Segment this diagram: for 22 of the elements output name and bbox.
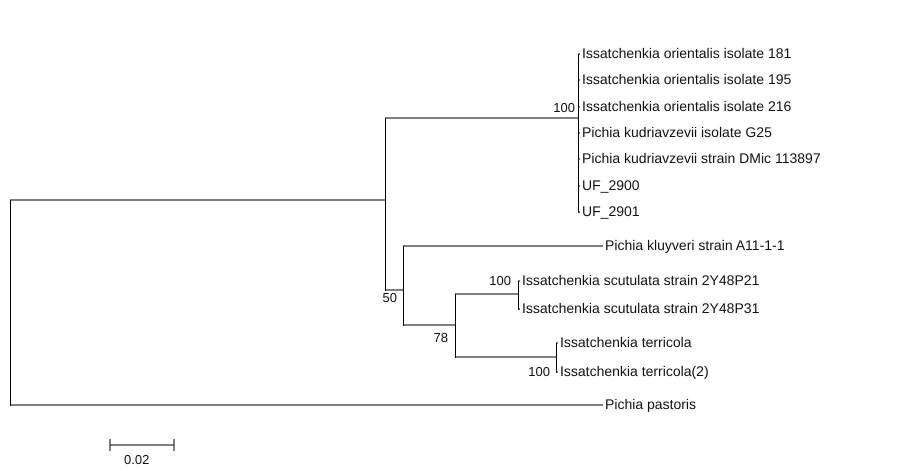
taxon-label: Pichia kudriavzevii isolate G25 [582,124,772,140]
bootstrap-value: 78 [434,330,448,345]
taxon-label: UF_2901 [582,203,640,219]
bootstrap-value: 100 [528,364,550,379]
taxon-label: Issatchenkia scutulata strain 2Y48P21 [522,272,760,288]
branch-line [454,356,556,358]
bootstrap-value: 100 [553,100,575,115]
bootstrap-value: 100 [489,273,511,288]
taxon-label: Issatchenkia orientalis isolate 181 [582,45,792,61]
bootstrap-value: 50 [382,290,397,305]
taxon-label: Issatchenkia orientalis isolate 195 [582,71,792,87]
taxon-label: Issatchenkia terricola [560,334,692,350]
branch-line [402,324,456,326]
taxon-label: UF_2900 [582,177,640,193]
taxon-label: Issatchenkia orientalis isolate 216 [582,98,792,114]
taxon-label: Pichia kudriavzevii strain DMic 113897 [582,150,821,166]
taxon-label: Issatchenkia scutulata strain 2Y48P31 [522,300,760,316]
taxon-label: Pichia pastoris [605,396,696,412]
scale-label: 0.02 [124,452,150,467]
taxon-label: Issatchenkia terricola(2) [560,363,709,379]
branch-line [10,404,604,406]
taxon-label: Pichia kluyveri strain A11-1-1 [605,237,784,253]
